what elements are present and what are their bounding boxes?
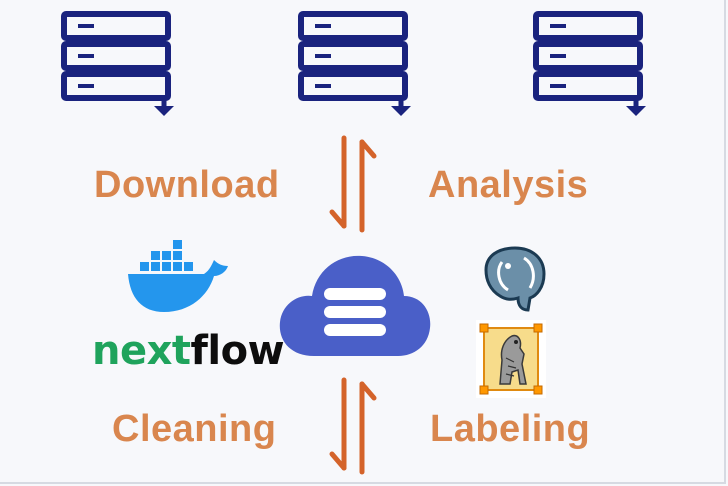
labelimg-logo [476, 320, 546, 398]
server-left-icon [58, 8, 178, 118]
nextflow-logo: nextflow [92, 328, 285, 374]
label-labeling: Labeling [430, 408, 591, 450]
cloud-database-icon [276, 248, 434, 360]
label-cleaning: Cleaning [112, 408, 277, 450]
exchange-arrows-upper-icon [328, 134, 378, 234]
exchange-arrows-lower-icon [328, 376, 378, 476]
nextflow-part2: flow [190, 328, 285, 374]
label-download: Download [94, 164, 280, 206]
server-right-icon [530, 8, 650, 118]
server-middle-icon [295, 8, 415, 118]
nextflow-part1: next [92, 328, 191, 374]
postgresql-logo [482, 244, 548, 312]
label-analysis: Analysis [428, 164, 589, 206]
docker-logo [126, 240, 230, 314]
